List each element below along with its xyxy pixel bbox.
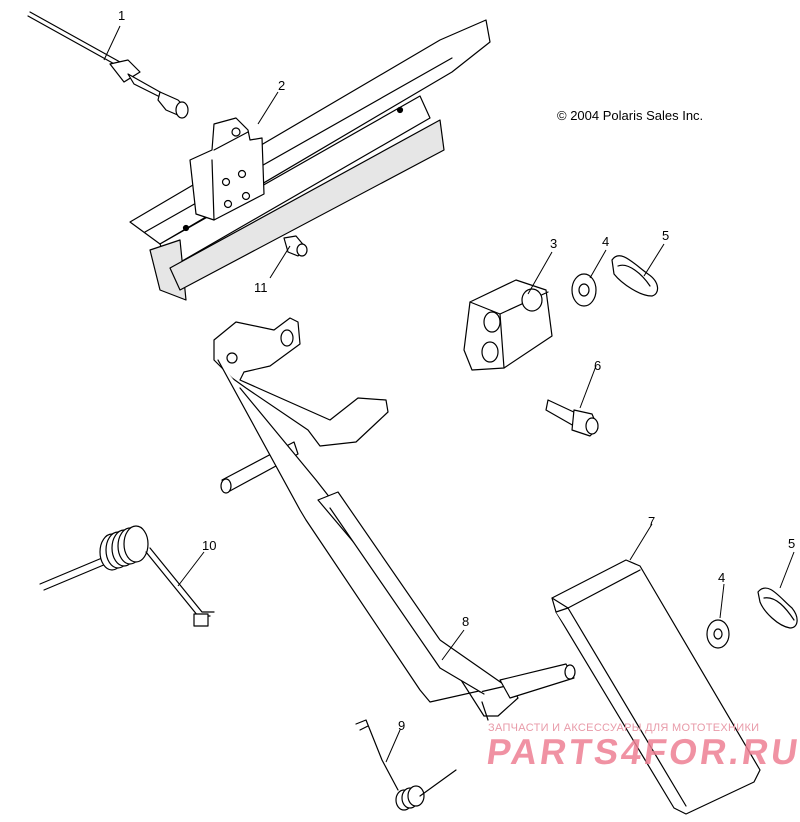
part-4-washer-bottom: [706, 619, 730, 649]
part-5-clip-top: [611, 255, 659, 297]
callout-7: 7: [648, 514, 655, 529]
leader-lines: [103, 25, 795, 763]
callout-4-top: 4: [602, 234, 609, 249]
part-1-cable: [27, 11, 189, 119]
part-10-torsion-spring: [39, 525, 215, 627]
callout-9: 9: [398, 718, 405, 733]
part-5-clip-bottom: [757, 587, 798, 629]
part-11-bushing: [283, 235, 308, 257]
callout-3: 3: [550, 236, 557, 251]
callout-11: 11: [254, 280, 268, 295]
part-6-bolt: [545, 399, 599, 437]
callout-8: 8: [462, 614, 469, 629]
callout-4-bottom: 4: [718, 570, 725, 585]
callout-numbers: 1 2 11 3 4 5 6 7 4 5 8 9 10: [118, 8, 795, 733]
callout-2: 2: [278, 78, 285, 93]
part-8-pedal-arm: [213, 317, 576, 721]
callout-6: 6: [594, 358, 601, 373]
callout-1: 1: [118, 8, 125, 23]
watermark-logo: PARTS4FOR.RU: [484, 731, 800, 772]
part-3-block: [463, 279, 553, 371]
part-7-pedal-pad: [551, 559, 761, 815]
copyright-notice: © 2004 Polaris Sales Inc.: [557, 108, 704, 123]
part-2-frame-rail: [129, 19, 491, 301]
watermark-tagline: ЗАПЧАСТИ И АКСЕССУАРЫ ДЛЯ МОТОТЕХНИКИ: [488, 722, 760, 734]
callout-5-bottom: 5: [788, 536, 795, 551]
part-4-washer-top: [571, 273, 597, 307]
part-9-small-spring: [355, 719, 457, 811]
callout-10: 10: [202, 538, 216, 553]
callout-5-top: 5: [662, 228, 669, 243]
